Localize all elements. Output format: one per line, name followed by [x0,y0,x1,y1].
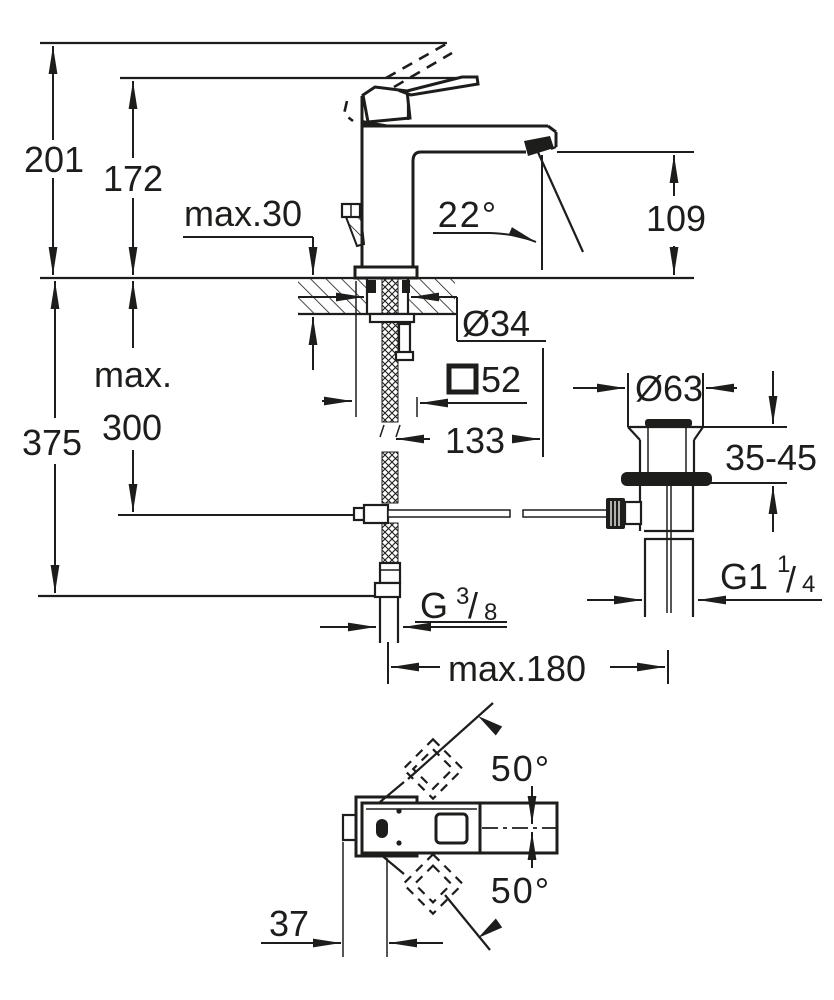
dim-waste-diameter: Ø63 [635,368,703,409]
lever-arm [397,75,480,97]
mounting-washer [368,312,416,324]
dim-waste-thread: G1 1 / 4 [720,539,815,600]
swivel-range: 50° 50° [379,702,551,951]
supply-hose-assembly [352,278,416,643]
waste-plug-cap [645,419,692,427]
dim-overall-depth: 375 [22,422,82,463]
dim-mounting-range: 35-45 [725,437,817,478]
dim-swivel-lower: 50° [491,870,551,911]
swivel-ray-upper [407,702,494,780]
dim-total-height: 201 [24,139,84,180]
dim-center-distance: max.180 [448,648,586,689]
spout-aerator [524,136,554,156]
mounting-stud [397,322,412,356]
top-view-body [341,795,560,858]
spout-underside [411,150,526,267]
hose-end-fitting [378,561,402,585]
flex-hose-upper [381,278,399,423]
swivel-ray-lower [444,894,491,951]
side-view: 201 172 375 max. 300 max.30 22° [22,41,822,689]
dim-deck-thickness: max.30 [184,193,302,234]
side-view-dimensions: 201 172 375 max. 300 max.30 22° [22,46,822,689]
top-view: 50° 50° 37 [261,702,560,957]
dim-below-deck-value: 300 [102,407,162,448]
faucet-side [340,42,558,280]
offset-dimension: 37 [261,842,443,957]
mounting-nut [394,350,415,362]
raised-lever-dashed-top [385,42,447,80]
hose-hex-nut [373,581,402,599]
dim-shank-diameter: Ø34 [462,303,530,344]
dim-lever-height: 172 [103,158,163,199]
dim-outlet-height: 109 [646,198,706,239]
dim-below-deck-word: max. [94,354,172,395]
flex-hose-lower [381,522,399,564]
dim-lever-offset: 37 [269,903,309,944]
escutcheon [353,265,419,280]
dim-supply-thread: G 3 / 8 [420,571,497,626]
swivel-diamond-lower [401,852,465,916]
square-symbol [446,363,479,395]
dim-spout-angle: 22° [438,194,498,235]
dim-swivel-upper: 50° [491,748,551,789]
swivel-diamond-upper [401,737,465,801]
dim-base-square: 52 [481,359,521,400]
waste-seal-flange [621,472,712,486]
pop-up-rod [387,509,608,518]
dim-spout-reach: 133 [445,420,505,461]
pull-rod-lever [344,216,366,248]
handle-plan [434,812,469,845]
lever-pivot-plan [376,819,388,838]
rod-tee-joint [362,503,390,525]
drain-assembly [606,373,712,617]
spray-angle-line [535,149,585,253]
